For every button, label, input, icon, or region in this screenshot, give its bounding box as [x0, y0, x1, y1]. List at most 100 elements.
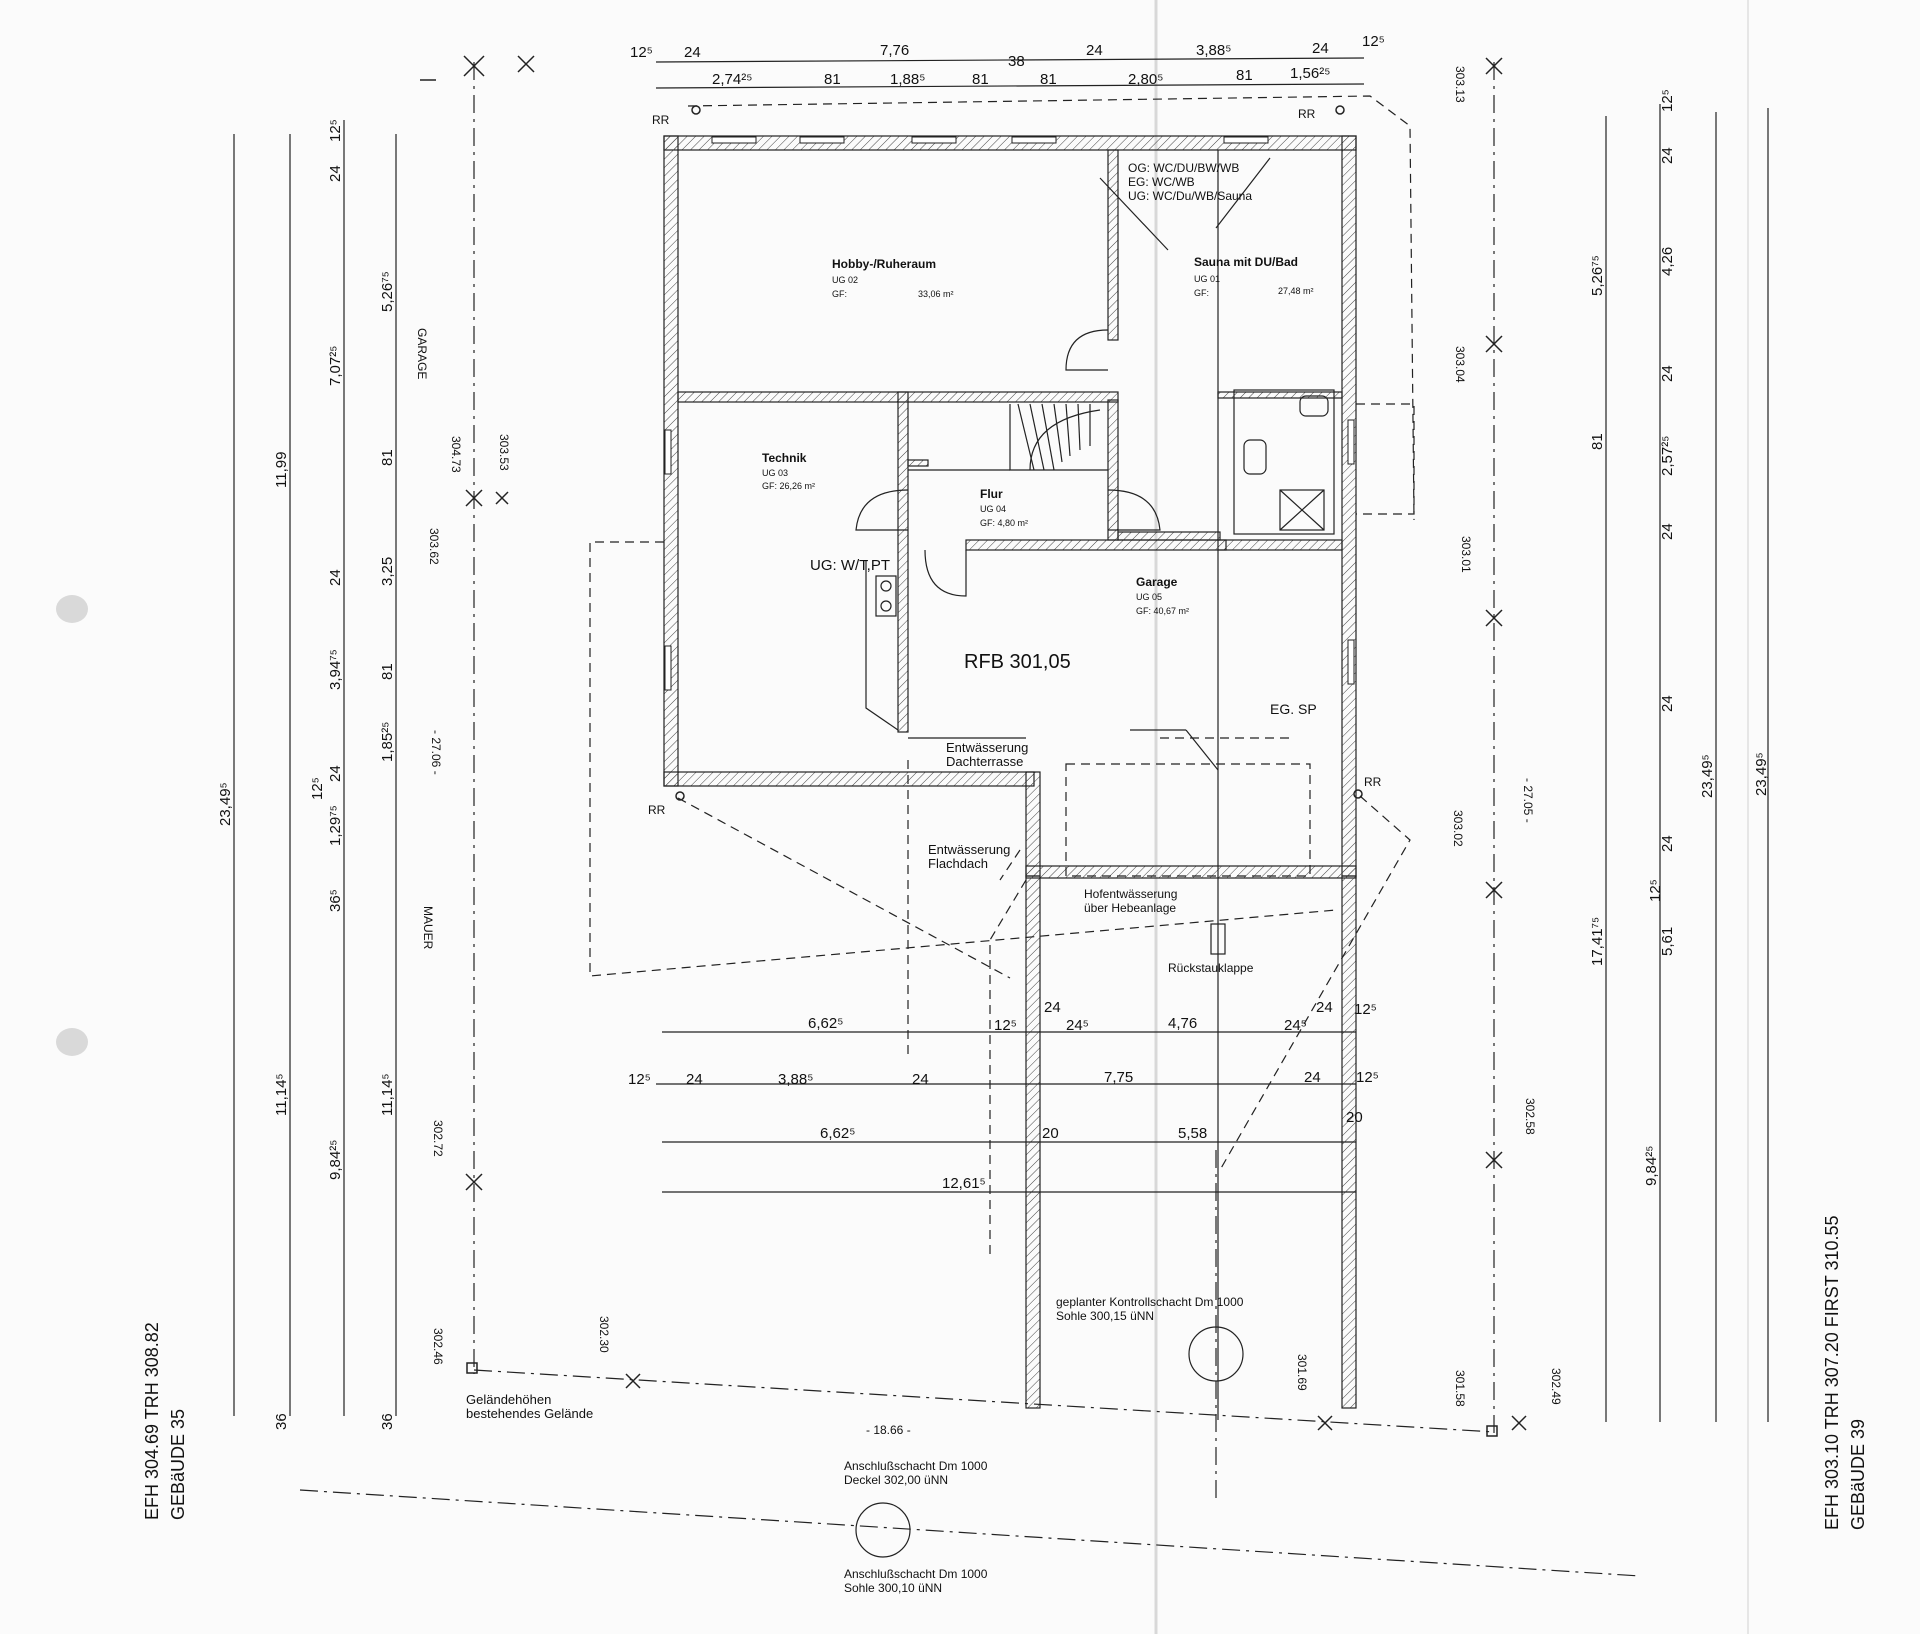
punch-hole: [56, 595, 88, 623]
building-39-name: GEBäUDE 39: [1848, 1419, 1868, 1530]
dim-label: 20: [1346, 1109, 1363, 1126]
building-35-name: GEBäUDE 35: [168, 1409, 188, 1520]
dashed-outlines: [589, 95, 1415, 1260]
door-swings: [855, 329, 1161, 597]
dim-label: 5,61: [1659, 927, 1676, 956]
garage-structure: [907, 550, 1357, 1420]
dim-label: 23,49⁵: [1753, 752, 1770, 796]
dim-label: 24⁵: [1284, 1017, 1307, 1034]
note-ent-flach-2: Flachdach: [928, 856, 988, 871]
elevation-label: 301.69: [1295, 1354, 1309, 1391]
dim-label: 81: [972, 71, 989, 88]
left-dimension-lines: [233, 120, 397, 1416]
dim-label: 81: [824, 71, 841, 88]
note-garage-side: GARAGE: [415, 328, 429, 379]
note-rr: RR: [648, 803, 666, 817]
plan-notes: OG: WC/DU/BW/WB EG: WC/WB UG: WC/Du/WB/S…: [415, 107, 1535, 1595]
note-anschluss1-1: Anschlußschacht Dm 1000: [844, 1459, 988, 1473]
dim-label: 36: [379, 1413, 396, 1430]
elevation-label: 302.58: [1523, 1098, 1537, 1135]
dim-label: 81: [379, 449, 396, 466]
dim-label: 11,99: [273, 452, 290, 488]
elevation-label: 303.02: [1451, 810, 1465, 847]
dim-label: 24: [1659, 365, 1676, 382]
dim-label: 12⁵: [1356, 1069, 1379, 1086]
room-hobby-name: Hobby-/Ruheraum: [832, 257, 936, 271]
dim-label: 23,49⁵: [1699, 754, 1716, 798]
note-rr: RR: [652, 113, 670, 127]
room-garage-code: UG 05: [1136, 592, 1162, 602]
note-ent-flach-1: Entwässerung: [928, 842, 1010, 857]
elevation-label: 303.13: [1453, 66, 1467, 103]
left-dimension-labels: 23,49⁵ 11,99 11,14⁵ 36 24 12⁵ 7,07²⁵ 24 …: [217, 119, 396, 1430]
dim-label: 1,29⁷⁵: [327, 805, 344, 846]
dim-label: 38: [1008, 53, 1025, 70]
dim-label: 24: [1312, 40, 1329, 57]
survey-markers: [463, 55, 1527, 1437]
room-technik-area: GF: 26,26 m²: [762, 481, 815, 491]
property-lines: [299, 62, 1641, 1577]
elevation-label: 302.49: [1549, 1368, 1563, 1405]
dim-label: 12⁵: [327, 119, 344, 142]
dim-label: 24: [1044, 999, 1061, 1016]
dim-label: 11,14⁵: [273, 1073, 290, 1116]
elevation-label: 302.46: [431, 1328, 445, 1365]
dim-label: 5,26⁷⁵: [379, 271, 396, 312]
note-kontroll-1: geplanter Kontrollschacht Dm 1000: [1056, 1295, 1244, 1309]
room-sauna-area: 27,48 m²: [1278, 286, 1314, 296]
dim-label: 1,56²⁵: [1290, 65, 1330, 82]
note-rueck: Rückstauklappe: [1168, 961, 1254, 975]
room-sauna-name: Sauna mit DU/Bad: [1194, 255, 1298, 269]
building-35-heights: EFH 304.69 TRH 308.82: [142, 1322, 162, 1520]
dim-label: 12⁵: [1362, 33, 1385, 50]
building-39-heights: EFH 303.10 TRH 307.20 FIRST 310.55: [1822, 1215, 1842, 1530]
note-gelaende-1: Geländehöhen: [466, 1392, 551, 1407]
dim-label: 36⁵: [327, 889, 344, 912]
dim-label: 7,75: [1104, 1069, 1133, 1086]
right-dimension-lines: [1605, 104, 1769, 1422]
note-anschluss2-2: Sohle 300,10 üNN: [844, 1581, 942, 1595]
horizontal-dimension-lines: [655, 57, 1365, 1193]
dim-label: 20: [1042, 1125, 1059, 1142]
staircase: [908, 403, 1108, 471]
room-technik-name: Technik: [762, 451, 807, 465]
note-dist-1866: - 18.66 -: [866, 1423, 911, 1437]
note-gelaende-2: bestehendes Gelände: [466, 1406, 593, 1421]
dim-label: 12⁵: [628, 1071, 651, 1088]
dim-label: 81: [379, 663, 396, 680]
room-flur-name: Flur: [980, 487, 1003, 501]
dim-label: 3,25: [379, 557, 396, 586]
dim-label: 2,74²⁵: [712, 71, 752, 88]
top-dimension-labels: 12⁵ 24 7,76 38 24 3,88⁵ 24 12⁵ 2,74²⁵ 81…: [630, 33, 1385, 88]
note-ug: UG: WC/Du/WB/Sauna: [1128, 189, 1252, 203]
dim-label: 12⁵: [1659, 89, 1676, 112]
outer-walls: [663, 135, 1357, 879]
dim-label: 24: [1659, 835, 1676, 852]
dim-label: 24: [684, 44, 701, 61]
dim-label: 24: [912, 1071, 929, 1088]
note-eg: EG: WC/WB: [1128, 175, 1195, 189]
room-sauna-code: UG 01: [1194, 274, 1220, 284]
elevation-label: 303.53: [497, 434, 511, 471]
elevation-label: 302.30: [597, 1316, 611, 1353]
note-kontroll-2: Sohle 300,15 üNN: [1056, 1309, 1154, 1323]
note-anschluss2-1: Anschlußschacht Dm 1000: [844, 1567, 988, 1581]
technik-appliances: [865, 560, 899, 731]
dim-label: 7,76: [880, 42, 909, 59]
bottom-dimension-labels: 6,62⁵ 12⁵ 24 24⁵ 4,76 24⁵ 24 12⁵ 12⁵ 24 …: [628, 999, 1379, 1192]
dim-label: 12⁵: [630, 44, 653, 61]
dim-label: 11,14⁵: [379, 1073, 396, 1116]
dim-label: 12,61⁵: [942, 1175, 986, 1192]
room-sauna-gf: GF:: [1194, 288, 1209, 298]
elevation-label: 303.04: [1453, 346, 1467, 383]
dim-label: 24: [1086, 42, 1103, 59]
room-hobby-area: 33,06 m²: [918, 289, 954, 299]
note-rfb: RFB 301,05: [964, 651, 1071, 673]
dim-label: 6,62⁵: [820, 1125, 855, 1142]
dim-label: 5,26⁷⁵: [1589, 255, 1606, 296]
note-egsp: EG. SP: [1270, 701, 1317, 717]
room-garage-name: Garage: [1136, 575, 1178, 589]
kontrollschacht-circle: [1188, 1326, 1244, 1382]
dim-label: 24: [1659, 523, 1676, 540]
